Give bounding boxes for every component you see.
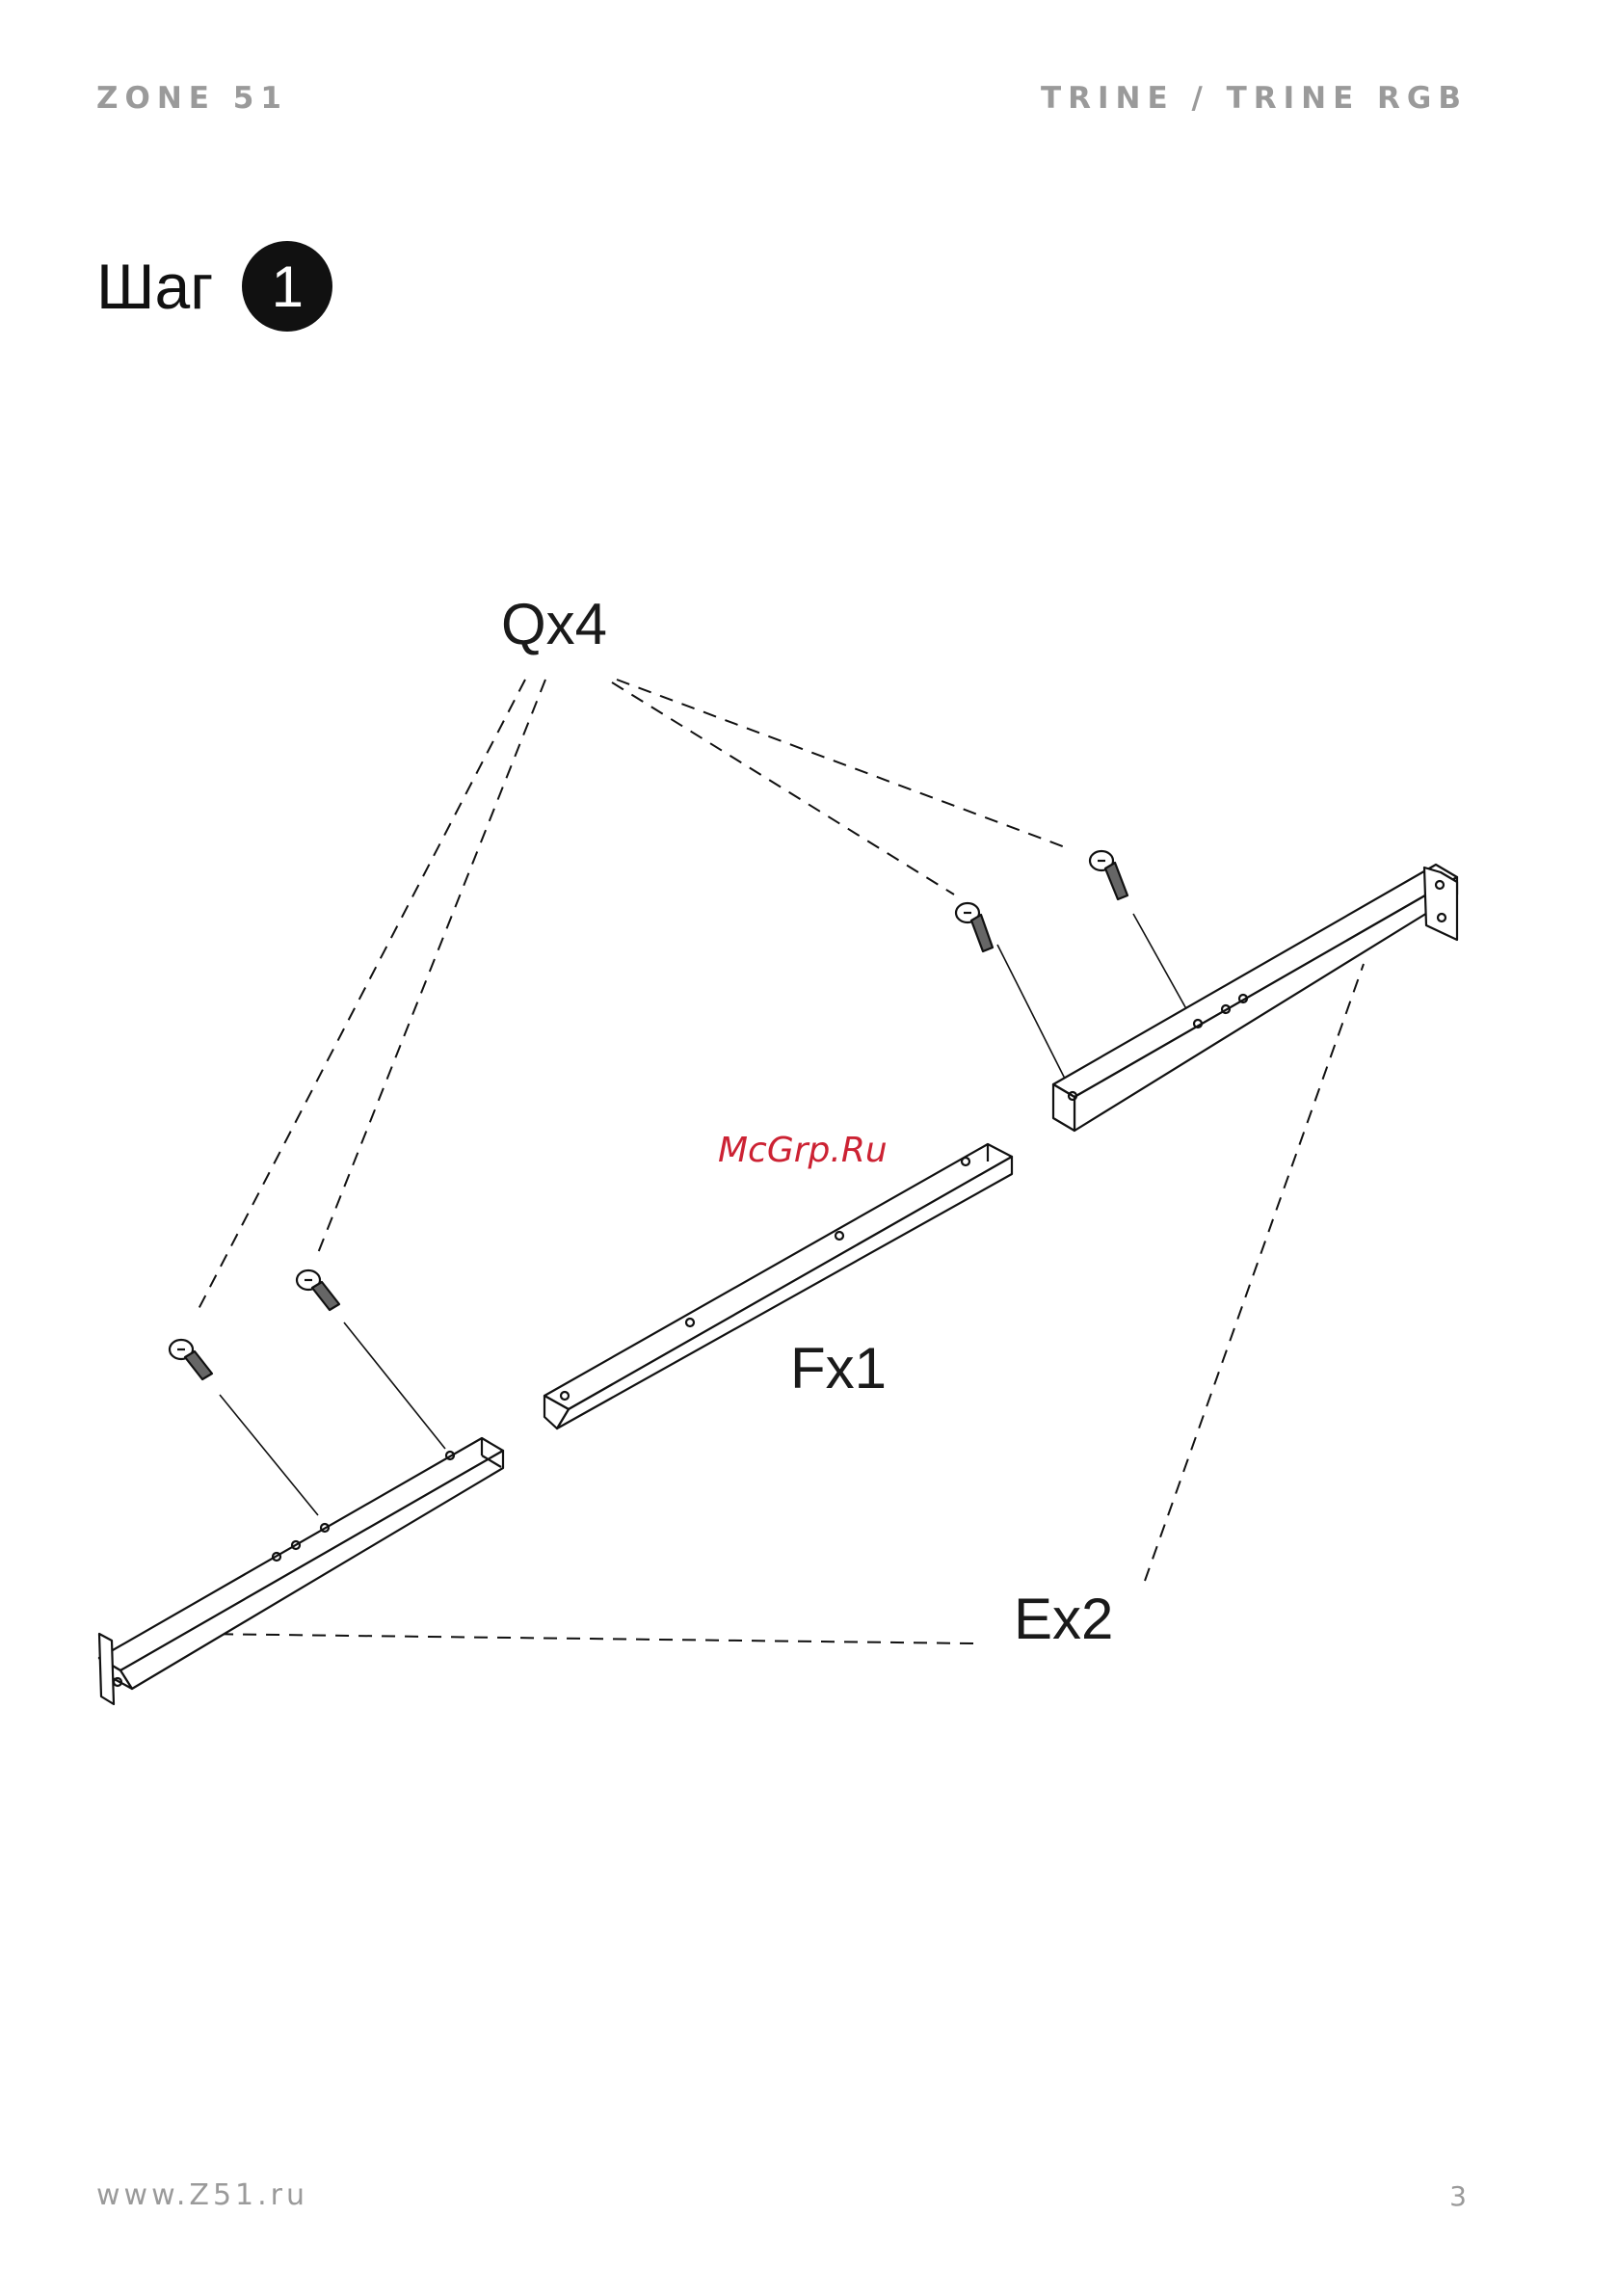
side-beam-left — [99, 1438, 503, 1704]
screw-4 — [1090, 851, 1127, 899]
label-cross-beam: Fx1 — [790, 1336, 887, 1401]
screw-3 — [956, 903, 993, 951]
page-number: 3 — [1449, 2180, 1467, 2212]
cross-beam-center — [544, 1144, 1012, 1428]
footer-url: www.Z51.ru — [96, 2178, 308, 2212]
side-beam-right — [1053, 865, 1457, 1131]
label-side-beams: Ex2 — [1014, 1587, 1113, 1651]
label-screws: Qx4 — [501, 592, 607, 656]
watermark: McGrp.Ru — [718, 1131, 888, 1170]
screw-guide-lines — [220, 914, 1189, 1515]
screw-2 — [297, 1270, 339, 1310]
screw-1 — [170, 1340, 212, 1379]
